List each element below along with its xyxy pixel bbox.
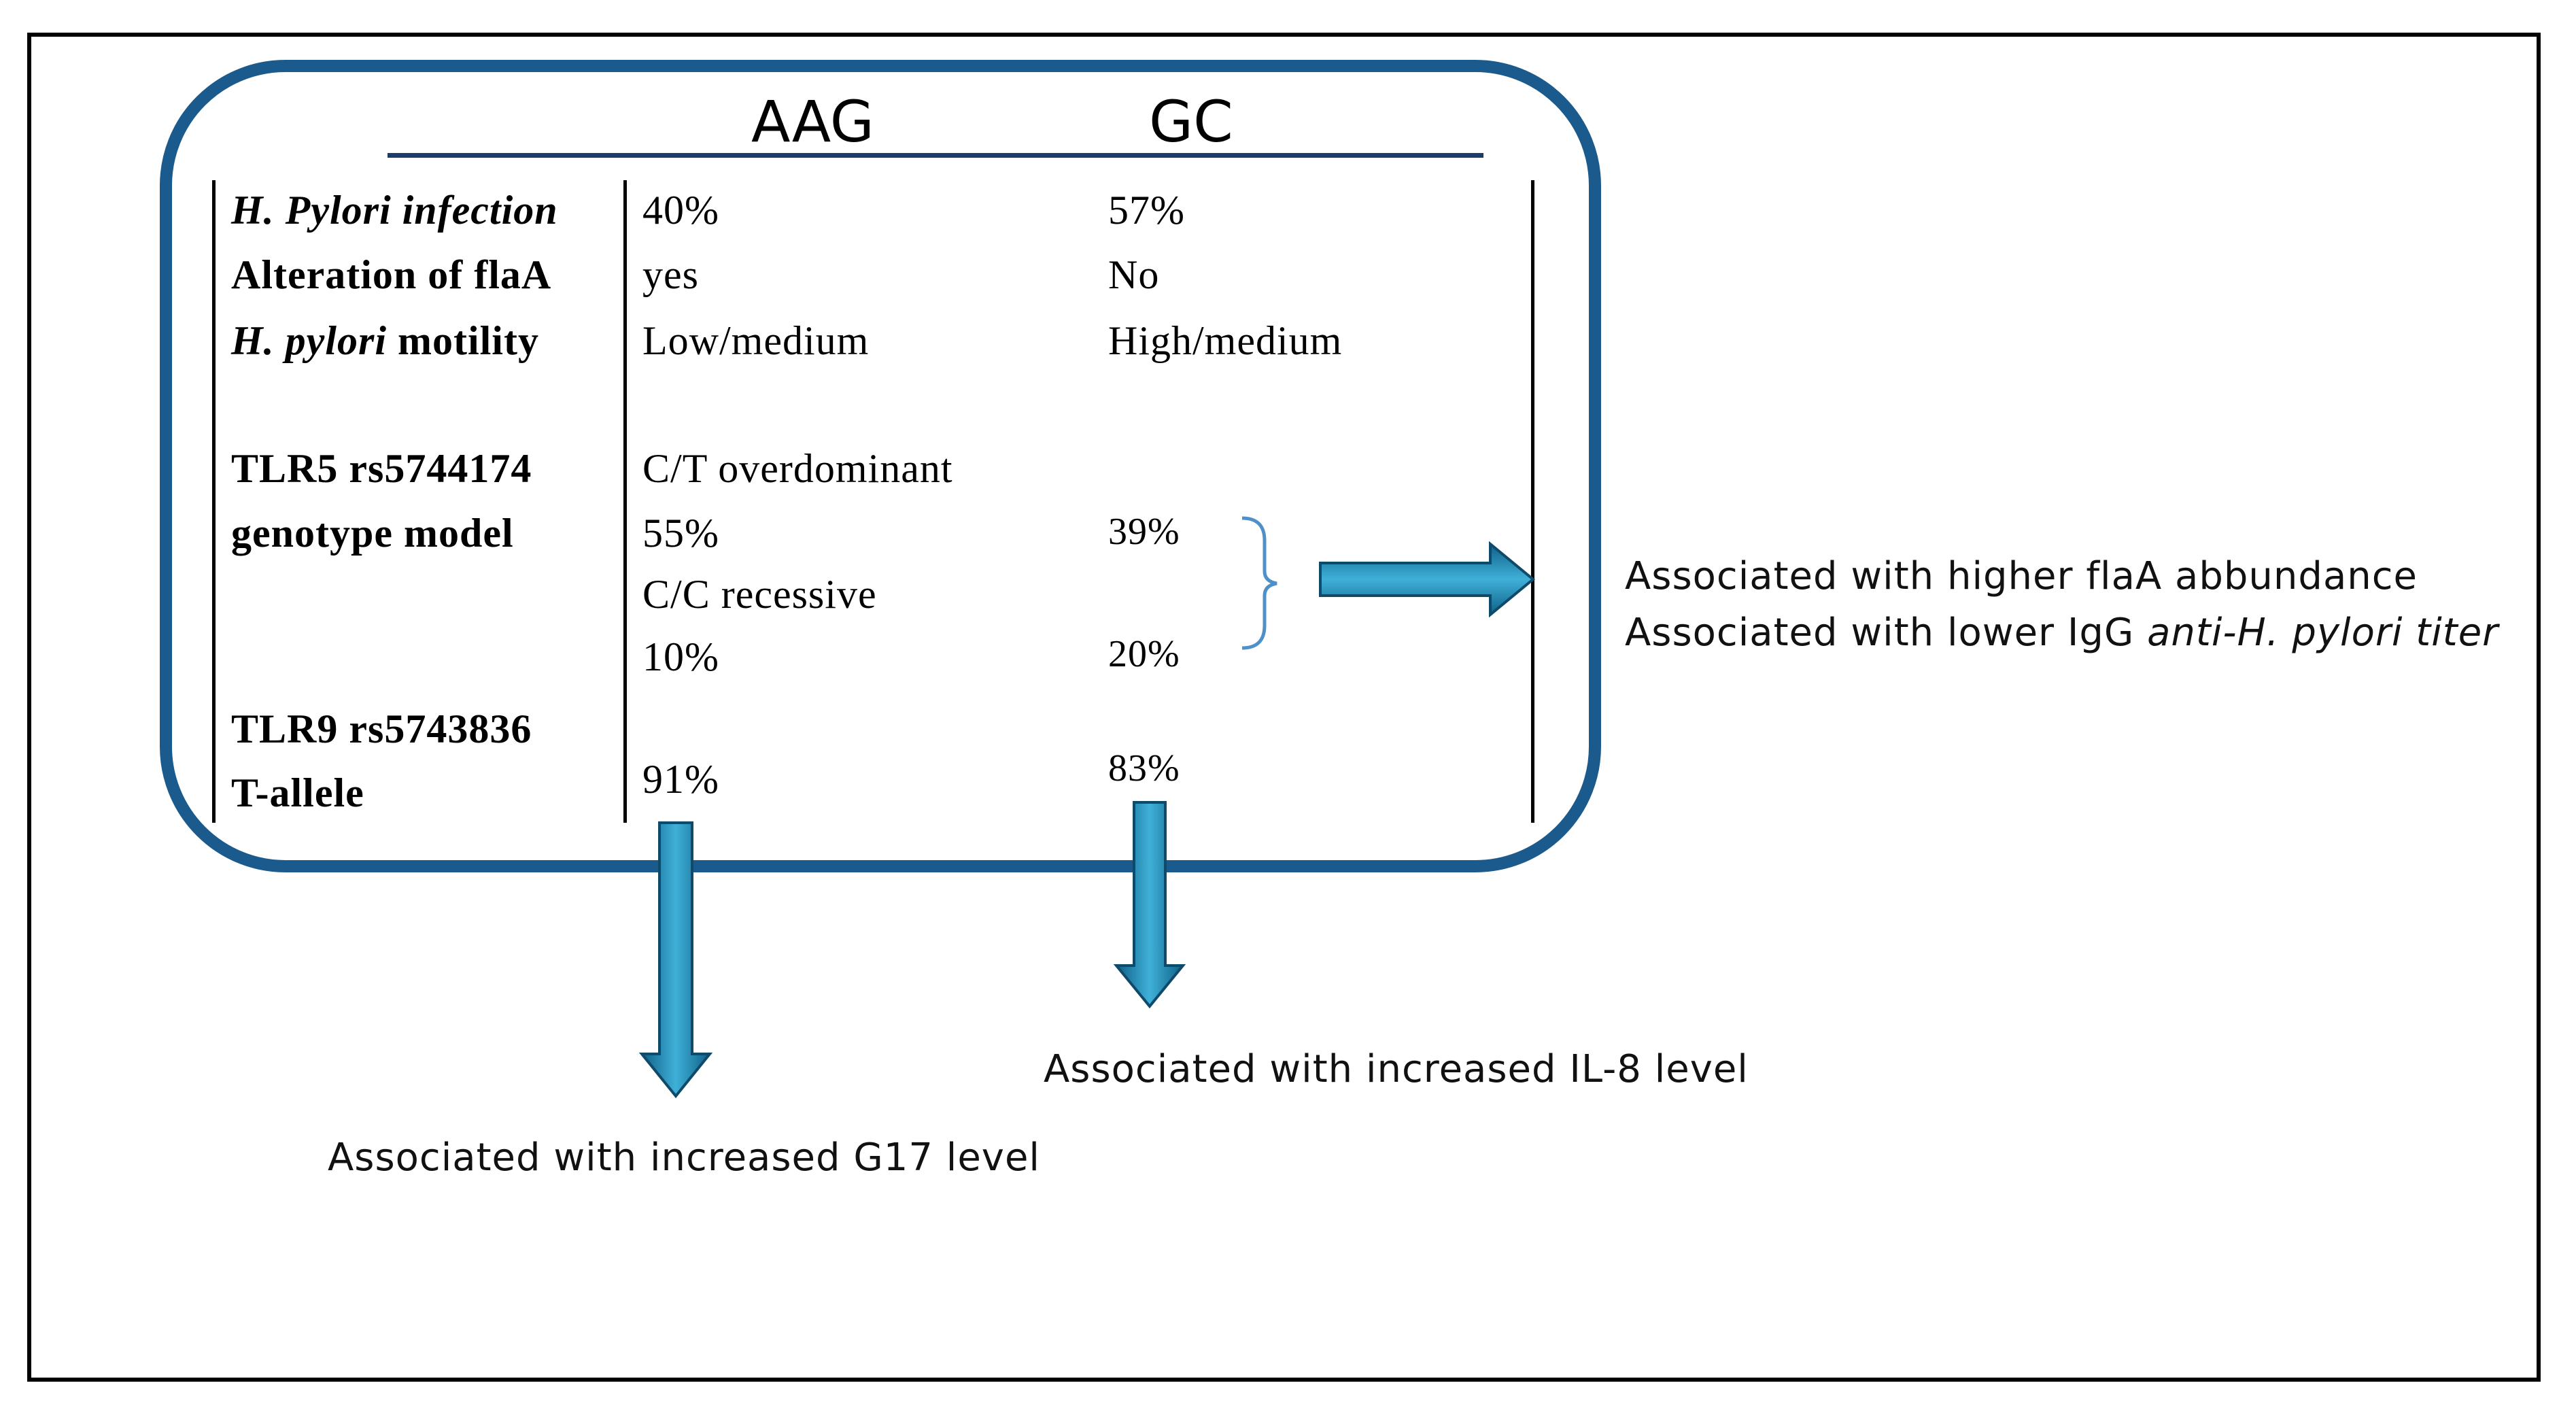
header-rule [388,153,1483,158]
note-right-line2-italic: anti-H. pylori titer [2147,611,2499,655]
note-right-line2: Associated with lower IgG anti-H. pylori… [1625,611,2498,655]
tlr5-recessive-aag: 10% [642,634,719,679]
tlr5-overdominant-label: C/T overdominant [642,446,953,491]
note-right-line1: Associated with higher flaA abbundance [1625,554,2418,598]
tlr5-overdominant-aag: 55% [642,511,719,556]
note-aag: Associated with increased G17 level [328,1136,1040,1180]
right-column-rule [1531,180,1534,823]
tlr9-gc-value: 83% [1108,747,1180,789]
left-column-rule [212,180,216,823]
right-arrow [1319,541,1536,618]
flaa-gc-value: No [1108,252,1160,297]
gc-down-arrow [1113,801,1186,1009]
tlr9-aag-value: 91% [642,757,719,802]
row-label-tlr9-line2: T-allele [231,770,364,815]
row-label-motility: H. pylori motility [231,318,539,364]
row-label-tlr5-line2: genotype model [231,511,514,556]
flaa-aag-value: yes [642,252,699,297]
row-label-tlr9-line1: TLR9 rs5743836 [231,706,532,751]
figure-frame [27,33,2541,1382]
motility-aag-value: Low/medium [642,318,870,363]
infection-aag-value: 40% [642,188,719,233]
column-header-gc: GC [1149,88,1233,155]
infection-gc-value: 57% [1108,188,1185,233]
row-label-flaa: Alteration of flaA [231,252,552,297]
label-column-rule [623,180,627,823]
tlr5-overdominant-gc: 39% [1108,511,1180,553]
row-label-tlr5-line1: TLR5 rs5744174 [231,446,532,491]
column-header-aag: AAG [751,88,874,155]
row-label-infection: H. Pylori infection [231,188,558,233]
motility-label-italic: H. pylori [231,318,387,363]
tlr5-bracket [1241,516,1277,650]
note-right-line2-plain: Associated with lower IgG [1625,611,2148,655]
note-gc: Associated with increased IL-8 level [1044,1047,1749,1091]
tlr5-recessive-label: C/C recessive [642,572,877,617]
motility-gc-value: High/medium [1108,318,1343,363]
motility-label-rest: motility [387,318,539,363]
comparison-panel [160,60,1601,872]
tlr5-recessive-gc: 20% [1108,633,1180,675]
aag-down-arrow [638,821,713,1099]
